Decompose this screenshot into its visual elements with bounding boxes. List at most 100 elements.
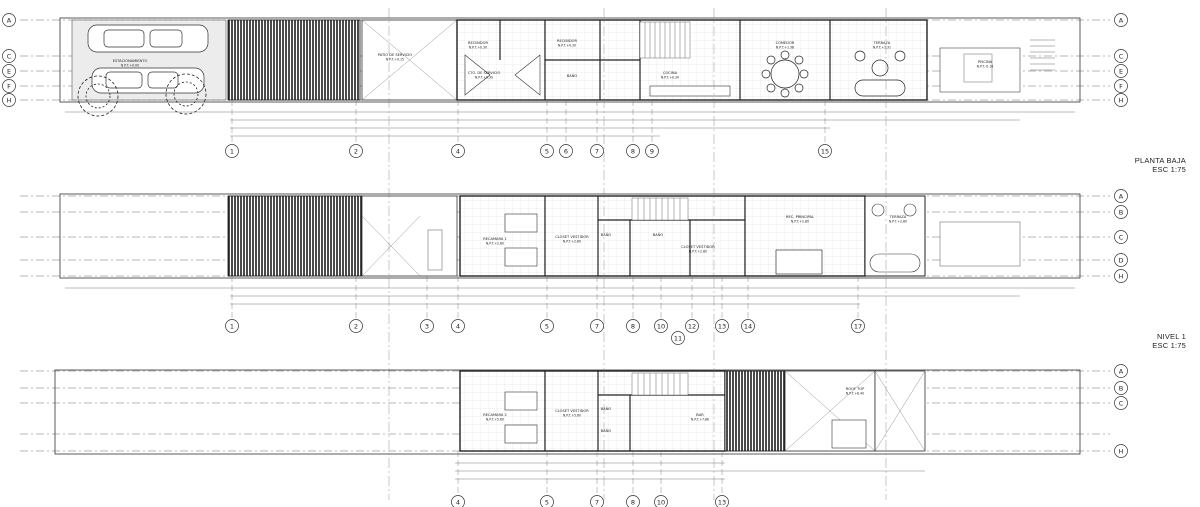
- room-level: N.P.T.+0.15: [386, 58, 404, 62]
- room-level: N.P.T.+8.40: [846, 392, 864, 396]
- axis-bubble-circle: [654, 319, 668, 333]
- sheet-title-planta-baja: PLANTA BAJA ESC 1:75: [1135, 156, 1186, 174]
- axis-label: F: [1119, 82, 1123, 90]
- axis-bubble-right: C: [1114, 396, 1128, 410]
- room-level: N.P.T.-0.18: [977, 65, 994, 69]
- axis-label: 2: [354, 322, 358, 330]
- axis-bubble-bottom: 15: [818, 144, 832, 158]
- axis-label: 7: [595, 498, 599, 506]
- axis-label: 1: [230, 322, 234, 330]
- axis-bubble-circle: [1114, 79, 1128, 93]
- axis-label: C: [1119, 399, 1124, 407]
- axis-bubble-bottom: 1: [225, 144, 239, 158]
- axis-label: 9: [650, 147, 654, 155]
- axis-bubble-bottom: 7: [590, 144, 604, 158]
- room-name: RECAMARA 2: [483, 413, 507, 417]
- axis-bubble-circle: [1114, 93, 1128, 107]
- room-name: BAÑO: [567, 73, 578, 78]
- room-name: CTO. DE SERVICIO: [468, 71, 501, 75]
- axis-bubble-circle: [685, 319, 699, 333]
- room-level: N.P.T.+2.80: [889, 220, 907, 224]
- room-name: CLOSET VESTIDOR: [681, 245, 715, 249]
- axis-label: H: [1119, 272, 1124, 280]
- room-name: BAÑO: [601, 406, 612, 411]
- axis-label: A: [7, 16, 12, 24]
- axis-label: E: [7, 67, 11, 75]
- axis-label: 17: [854, 322, 862, 330]
- room-level: N.P.T.+2.80: [486, 242, 504, 246]
- axis-bubble-bottom: 12: [685, 319, 699, 333]
- axis-bubble-circle: [626, 495, 640, 507]
- axis-bubble-right: H: [1114, 444, 1128, 458]
- axis-bubble-circle: [540, 319, 554, 333]
- floor-title: PLANTA BAJA: [1134, 156, 1186, 165]
- axis-bubble-circle: [1114, 253, 1128, 267]
- axis-bubble-circle: [1114, 444, 1128, 458]
- axis-label: 13: [718, 498, 726, 506]
- axis-label: 7: [595, 147, 599, 155]
- axis-bubble-circle: [225, 319, 239, 333]
- axis-bubble-circle: [645, 144, 659, 158]
- axis-bubble-circle: [349, 144, 363, 158]
- axis-bubble-bottom: 13: [715, 319, 729, 333]
- axis-label: F: [7, 82, 11, 90]
- axis-label: C: [1119, 52, 1124, 60]
- axis-bubble-circle: [590, 495, 604, 507]
- axis-bubble-circle: [420, 319, 434, 333]
- axis-bubble-right: H: [1114, 269, 1128, 283]
- axis-bubble-bottom: 3: [420, 319, 434, 333]
- axis-bubble-circle: [715, 495, 729, 507]
- axis-bubble-circle: [2, 93, 16, 107]
- plan-planta-baja: [20, 17, 1110, 144]
- room-name: ROOF TOP: [846, 387, 865, 391]
- axis-bubble-right: A: [1114, 189, 1128, 203]
- axis-label: A: [1119, 192, 1124, 200]
- axis-bubble-right: A: [1114, 13, 1128, 27]
- axis-label: 15: [821, 147, 829, 155]
- room-name: BAÑO: [601, 428, 612, 433]
- room-level: N.P.T.+7.86: [691, 418, 709, 422]
- room-name: PATIO DE SERVICIO: [378, 53, 412, 57]
- axis-label: 5: [545, 147, 549, 155]
- axis-bubble-circle: [451, 319, 465, 333]
- axis-bubble-circle: [741, 319, 755, 333]
- room-name: BAÑO: [653, 232, 664, 237]
- axis-bubble-right: B: [1114, 381, 1128, 395]
- room-level: N.P.T.+2.80: [689, 250, 707, 254]
- room-name: RECIBIDOR: [468, 41, 488, 45]
- room-name: ESTACIONAMIENTO: [113, 59, 148, 63]
- axis-label: 13: [718, 322, 726, 330]
- axis-bubble-circle: [1114, 269, 1128, 283]
- axis-label: E: [1119, 67, 1123, 75]
- axis-bubble-circle: [654, 495, 668, 507]
- axis-bubble-bottom: 5: [540, 319, 554, 333]
- room-label: RECAMARA 2N.P.T.+5.60: [483, 413, 507, 422]
- axis-label: A: [1119, 367, 1124, 375]
- axis-bubble-circle: [2, 13, 16, 27]
- floor-title: NIVEL 1: [1156, 332, 1186, 341]
- room-level: N.P.T.+0.30: [469, 46, 487, 50]
- axis-label: 4: [456, 322, 460, 330]
- axis-bubble-circle: [1114, 49, 1128, 63]
- axis-bubble-circle: [818, 144, 832, 158]
- axis-label: 5: [545, 322, 549, 330]
- axis-bubble-circle: [1114, 64, 1128, 78]
- axis-bubble-bottom: 7: [590, 495, 604, 507]
- axis-bubble-right: D: [1114, 253, 1128, 267]
- axis-bubble-bottom: 2: [349, 319, 363, 333]
- axis-bubble-circle: [851, 319, 865, 333]
- room-name: RECIBIDOR: [557, 39, 577, 43]
- axis-label: H: [1119, 447, 1124, 455]
- axis-label: 10: [657, 498, 665, 506]
- room-name: BAÑO: [601, 232, 612, 237]
- axis-bubble-circle: [2, 49, 16, 63]
